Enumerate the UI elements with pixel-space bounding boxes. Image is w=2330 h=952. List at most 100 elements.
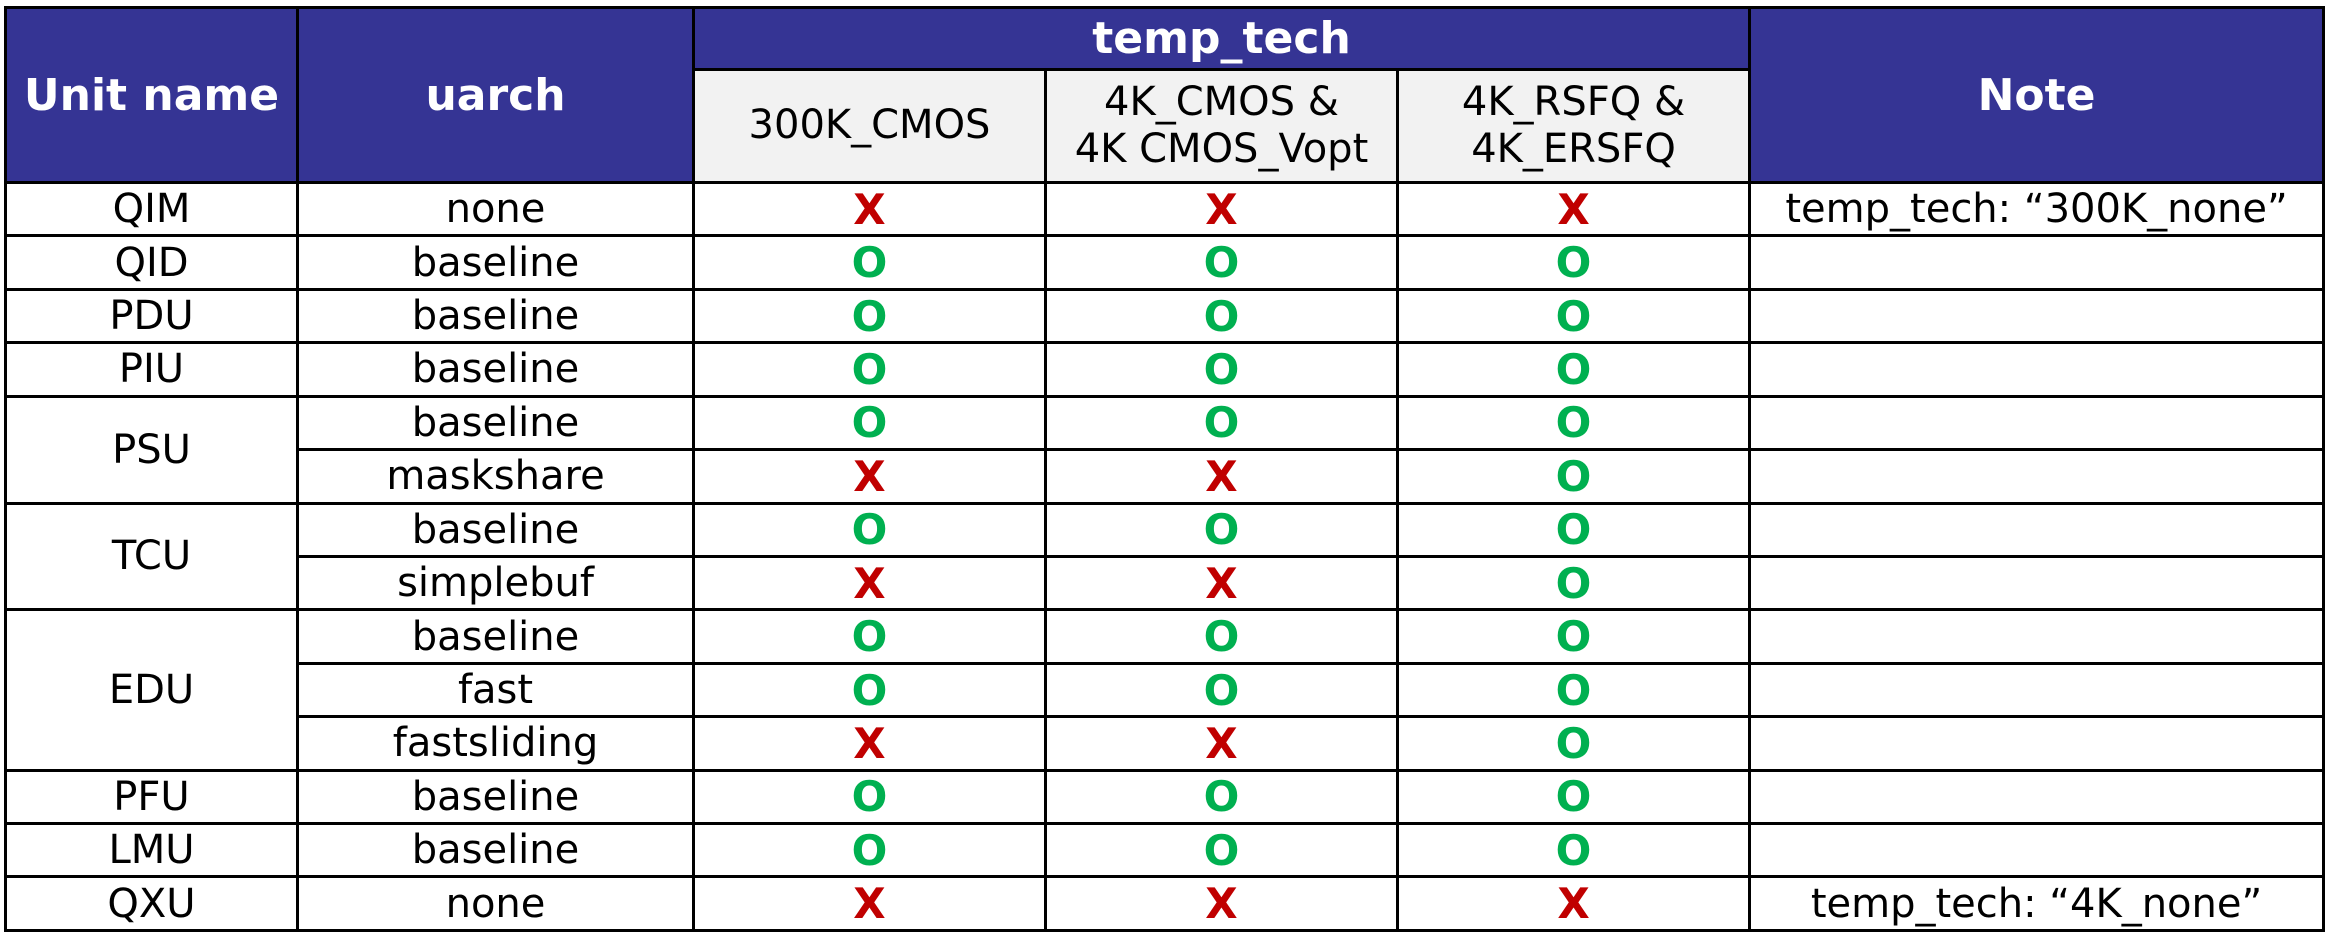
unsupported-mark: X [692, 554, 1047, 612]
note-cell [1748, 554, 2326, 612]
uarch-cell: baseline [296, 768, 695, 826]
supported-mark: O [1395, 234, 1752, 291]
unsupported-mark: X [1044, 180, 1399, 238]
supported-mark: O [692, 768, 1047, 826]
unsupported-mark: X [1395, 875, 1752, 932]
supported-mark: O [1044, 768, 1399, 826]
supported-mark: O [692, 234, 1047, 291]
uarch-cell: none [296, 180, 695, 238]
supported-mark: O [1044, 822, 1399, 879]
unsupported-mark: X [1044, 448, 1399, 505]
unit-name-cell: QIM [4, 180, 299, 238]
supported-mark: O [1044, 234, 1399, 291]
unit-name-cell: QXU [4, 875, 299, 932]
note-cell [1748, 394, 2326, 452]
unit-name-cell: LMU [4, 822, 299, 879]
unit-name-cell: PSU [4, 394, 299, 505]
header-tech-4k-rsfq: 4K_RSFQ & 4K_ERSFQ [1395, 68, 1752, 184]
uarch-cell: none [296, 875, 695, 932]
supported-mark: O [1044, 608, 1399, 665]
unit-name-cell: PFU [4, 768, 299, 826]
supported-mark: O [1395, 715, 1752, 772]
uarch-cell: fast [296, 661, 695, 719]
unit-name-cell: PDU [4, 287, 299, 345]
uarch-cell: baseline [296, 501, 695, 558]
note-cell [1748, 715, 2326, 772]
supported-mark: O [1395, 501, 1752, 558]
supported-mark: O [692, 501, 1047, 558]
supported-mark: O [1395, 448, 1752, 505]
unsupported-mark: X [1044, 875, 1399, 932]
header-tech-line: 300K_CMOS [748, 102, 991, 149]
unit-name-cell: EDU [4, 608, 299, 772]
note-cell: temp_tech: “300K_none” [1748, 180, 2326, 238]
note-cell [1748, 768, 2326, 826]
supported-mark: O [1395, 608, 1752, 665]
note-cell [1748, 448, 2326, 505]
header-unit-name: Unit name [4, 6, 299, 184]
unit-name-cell: PIU [4, 341, 299, 398]
note-cell [1748, 341, 2326, 398]
supported-mark: O [1044, 287, 1399, 345]
header-tech-4k-cmos: 4K_CMOS & 4K CMOS_Vopt [1044, 68, 1399, 184]
unit-name-cell: TCU [4, 501, 299, 612]
supported-mark: O [1395, 661, 1752, 719]
header-tech-line: 4K_RSFQ & [1461, 78, 1686, 125]
header-tech-line: 4K_ERSFQ [1471, 126, 1676, 172]
unsupported-mark: X [1044, 554, 1399, 612]
uarch-cell: fastsliding [296, 715, 695, 772]
supported-mark: O [1395, 554, 1752, 612]
uarch-cell: baseline [296, 234, 695, 291]
header-tech-line: 4K CMOS_Vopt [1074, 126, 1369, 172]
supported-mark: O [1395, 822, 1752, 879]
supported-mark: O [1044, 341, 1399, 398]
supported-mark: O [692, 287, 1047, 345]
uarch-cell: maskshare [296, 448, 695, 505]
supported-mark: O [692, 341, 1047, 398]
supported-mark: O [692, 822, 1047, 879]
supported-mark: O [1044, 501, 1399, 558]
supported-mark: O [692, 661, 1047, 719]
unsupported-mark: X [1395, 180, 1752, 238]
note-cell [1748, 501, 2326, 558]
uarch-cell: baseline [296, 394, 695, 452]
header-note: Note [1748, 6, 2326, 184]
header-tech-300k-cmos: 300K_CMOS [692, 68, 1047, 184]
note-cell [1748, 287, 2326, 345]
unsupported-mark: X [692, 875, 1047, 932]
supported-mark: O [692, 608, 1047, 665]
note-cell [1748, 608, 2326, 665]
note-cell [1748, 234, 2326, 291]
supported-mark: O [1395, 394, 1752, 452]
unsupported-mark: X [1044, 715, 1399, 772]
uarch-cell: baseline [296, 341, 695, 398]
unit-name-cell: QID [4, 234, 299, 291]
supported-mark: O [1395, 768, 1752, 826]
uarch-cell: baseline [296, 287, 695, 345]
header-uarch: uarch [296, 6, 695, 184]
note-cell: temp_tech: “4K_none” [1748, 875, 2326, 932]
note-cell [1748, 661, 2326, 719]
uarch-cell: simplebuf [296, 554, 695, 612]
table-header: Unit name uarch temp_tech Note 300K_CMOS… [4, 6, 2326, 184]
supported-mark: O [1395, 341, 1752, 398]
supported-mark: O [1395, 287, 1752, 345]
support-table: Unit name uarch temp_tech Note 300K_CMOS… [4, 6, 2326, 932]
header-temp-tech: temp_tech [691, 6, 1752, 71]
supported-mark: O [692, 394, 1047, 452]
